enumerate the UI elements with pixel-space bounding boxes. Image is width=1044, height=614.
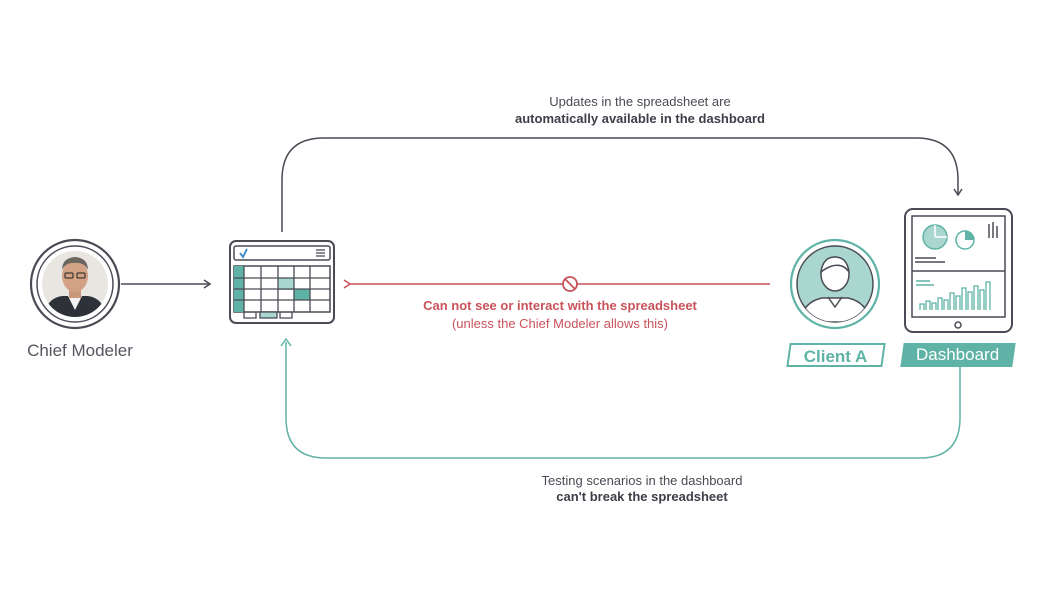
client-avatar-icon bbox=[789, 238, 881, 330]
blocked-icon bbox=[562, 276, 578, 292]
scenario-flow-arrow bbox=[285, 342, 961, 459]
bottom-caption-line2: can't break the spreadsheet bbox=[556, 489, 728, 504]
middle-caption-line2: (unless the Chief Modeler allows this) bbox=[451, 316, 669, 331]
dashboard-label-text: Dashboard bbox=[916, 345, 1000, 364]
chief-modeler-photo bbox=[29, 238, 121, 330]
bottom-caption-line1: Testing scenarios in the dashboard bbox=[541, 473, 743, 488]
update-flow-arrow bbox=[281, 137, 963, 232]
client-label-text: Client A bbox=[803, 347, 868, 366]
chief-modeler-label: Chief Modeler bbox=[27, 341, 133, 360]
middle-caption-line1: Can not see or interact with the spreads… bbox=[423, 298, 697, 313]
spreadsheet-icon bbox=[229, 240, 335, 324]
dashboard-label: Dashboard bbox=[900, 343, 1016, 367]
dashboard-tablet-icon bbox=[904, 208, 1013, 333]
top-caption-line2: automatically available in the dashboard bbox=[515, 111, 765, 126]
client-label: Client A bbox=[786, 343, 886, 367]
top-caption-line1: Updates in the spreadsheet are bbox=[549, 94, 731, 109]
